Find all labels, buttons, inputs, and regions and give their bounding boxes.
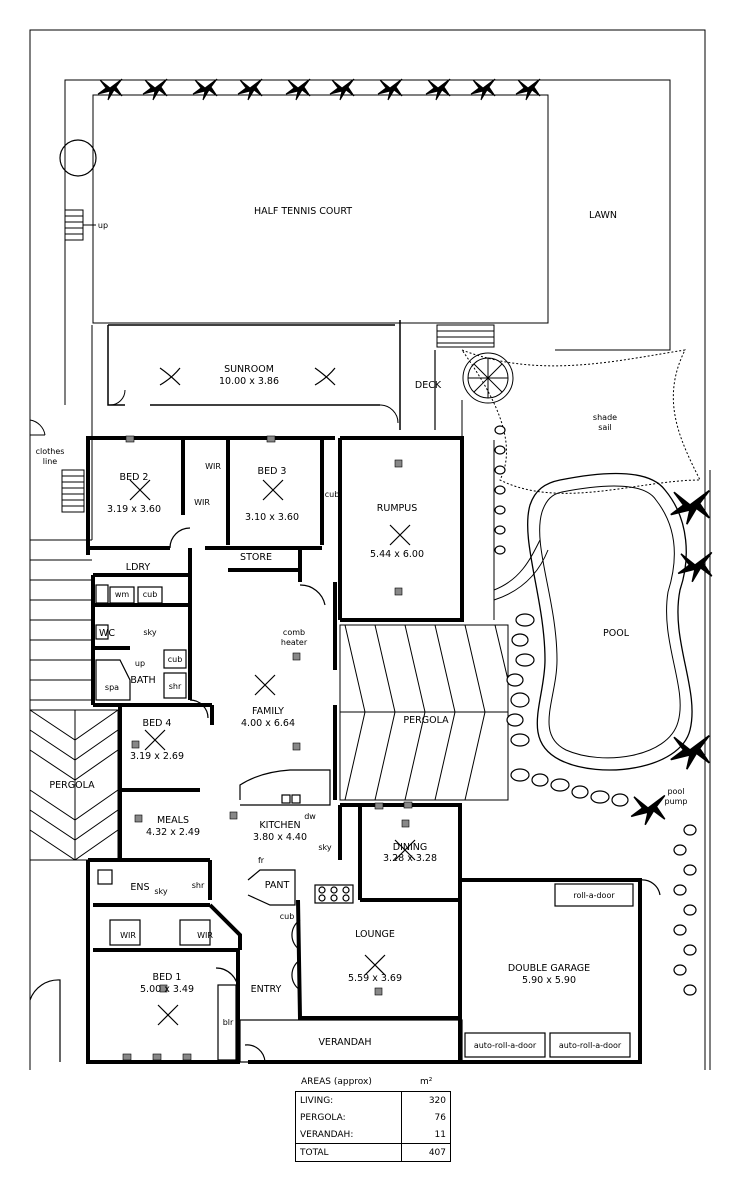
auto-roll-a-door-label-1: auto-roll-a-door (473, 1041, 537, 1050)
room-kitchen-name: KITCHEN (259, 820, 301, 831)
room-half-tennis-court: HALF TENNIS COURT (253, 206, 353, 217)
room-ensuite: ENS (130, 882, 150, 893)
room-double-garage-dims: 5.90 x 5.90 (522, 975, 576, 986)
shr-label-2: shr (191, 881, 205, 890)
areas-row: VERANDAH: 11 (296, 1126, 451, 1144)
room-lounge-dims: 5.59 x 3.69 (348, 973, 402, 984)
sky-label-2: sky (318, 843, 332, 852)
room-bed2-dims: 3.19 x 3.60 (107, 504, 161, 515)
areas-title: AREAS (approx) (301, 1077, 372, 1087)
wir-label-2: WIR (194, 498, 210, 507)
room-pergola-center: PERGOLA (403, 715, 449, 726)
roll-a-door-label: roll-a-door (573, 891, 615, 900)
sky-label-1: sky (143, 628, 157, 637)
room-meals-dims: 4.32 x 2.49 (146, 827, 200, 838)
pool-outline (527, 472, 693, 771)
fr-label: fr (257, 856, 265, 865)
cub-label-1: cub (324, 490, 340, 499)
areas-row-value: 320 (401, 1091, 451, 1109)
cub-label-4: cub (279, 912, 295, 921)
room-bed2-name: BED 2 (119, 472, 149, 483)
round-deck-icon (462, 352, 514, 404)
room-laundry: LDRY (125, 562, 151, 573)
room-verandah: VERANDAH (318, 1037, 372, 1048)
sky-label-3: sky (154, 887, 168, 896)
areas-table: AREAS (approx) m² LIVING: 320 PERGOLA: 7… (295, 1073, 451, 1162)
auto-roll-a-door-label-2: auto-roll-a-door (558, 1041, 622, 1050)
areas-total-label: TOTAL (295, 1143, 402, 1162)
pergola-left-outline (29, 709, 119, 861)
room-bed3-dims: 3.10 x 3.60 (245, 512, 299, 523)
dw-label: dw (304, 812, 316, 821)
areas-row-value: 11 (401, 1126, 451, 1144)
areas-row-label: VERANDAH: (300, 1129, 354, 1140)
up-label: up (97, 221, 109, 230)
ceiling-fan-icons (129, 367, 416, 1026)
room-family-name: FAMILY (252, 706, 284, 717)
shade-sail (460, 348, 701, 494)
room-kitchen-dims: 3.80 x 4.40 (253, 832, 307, 843)
areas-row-label: PERGOLA: (300, 1112, 346, 1123)
room-entry: ENTRY (250, 984, 282, 995)
shade-sail-label-2: sail (598, 423, 612, 432)
areas-row: LIVING: 320 (296, 1091, 451, 1109)
shade-sail-label-1: shade (592, 413, 618, 422)
room-sunroom-name: SUNROOM (224, 364, 274, 375)
room-dining-name: DINING (392, 842, 428, 853)
room-pergola-left: PERGOLA (49, 780, 95, 791)
areas-row-value: 76 (401, 1109, 451, 1126)
pool-pump-label-2: pump (664, 797, 688, 806)
room-rumpus-name: RUMPUS (376, 503, 418, 514)
cub-label-2: cub (142, 590, 158, 599)
spa-label: spa (104, 683, 120, 692)
room-bed4-name: BED 4 (142, 718, 172, 729)
tree-icon (59, 139, 97, 177)
room-dining-dims: 3.28 x 3.28 (383, 853, 437, 864)
room-wc: WC (98, 628, 116, 639)
wir-label-4: WIR (197, 931, 213, 940)
wm-label: wm (114, 590, 130, 599)
room-bed1-name: BED 1 (152, 972, 182, 983)
room-family-dims: 4.00 x 6.64 (241, 718, 295, 729)
room-sunroom-dims: 10.00 x 3.86 (218, 376, 280, 387)
room-lounge-name: LOUNGE (355, 929, 395, 940)
stairs-left (64, 209, 96, 241)
room-bed3-name: BED 3 (257, 466, 287, 477)
clothes-line-label-2: line (42, 457, 58, 466)
comb-heater-label-2: heater (280, 638, 308, 647)
light-markers (122, 435, 413, 1061)
areas-total-row: TOTAL 407 (295, 1143, 451, 1162)
areas-row-label: LIVING: (300, 1095, 334, 1106)
room-deck: DECK (414, 380, 442, 391)
areas-total-value: 407 (401, 1143, 451, 1162)
room-lawn: LAWN (589, 210, 617, 221)
room-rumpus-dims: 5.44 x 6.00 (370, 549, 424, 560)
blr-label: blr (222, 1018, 234, 1027)
room-pantry: PANT (264, 880, 290, 891)
room-double-garage-name: DOUBLE GARAGE (507, 963, 591, 974)
room-bed1-dims: 5.00 x 3.49 (140, 984, 194, 995)
clothes-line-label-1: clothes (35, 447, 65, 456)
areas-row: PERGOLA: 76 (296, 1109, 451, 1126)
cub-label-3: cub (167, 655, 183, 664)
comb-heater-label-1: comb (282, 628, 306, 637)
pool-pump-label-1: pool (667, 787, 685, 796)
yard-line (64, 79, 671, 405)
shr-label-1: shr (168, 682, 182, 691)
room-bed4-dims: 3.19 x 2.69 (130, 751, 184, 762)
room-pool: POOL (603, 628, 629, 639)
wir-label-1: WIR (205, 462, 221, 471)
up-label-2: up (134, 659, 146, 668)
garden-rocks (494, 425, 697, 996)
room-meals-name: MEALS (156, 815, 190, 826)
tennis-court-outline (92, 94, 549, 324)
areas-unit: m² (420, 1077, 433, 1087)
wir-label-3: WIR (120, 931, 136, 940)
room-store: STORE (240, 552, 272, 563)
palm-trees (97, 78, 713, 826)
property-boundary (29, 29, 706, 1070)
room-bath: BATH (130, 675, 156, 686)
